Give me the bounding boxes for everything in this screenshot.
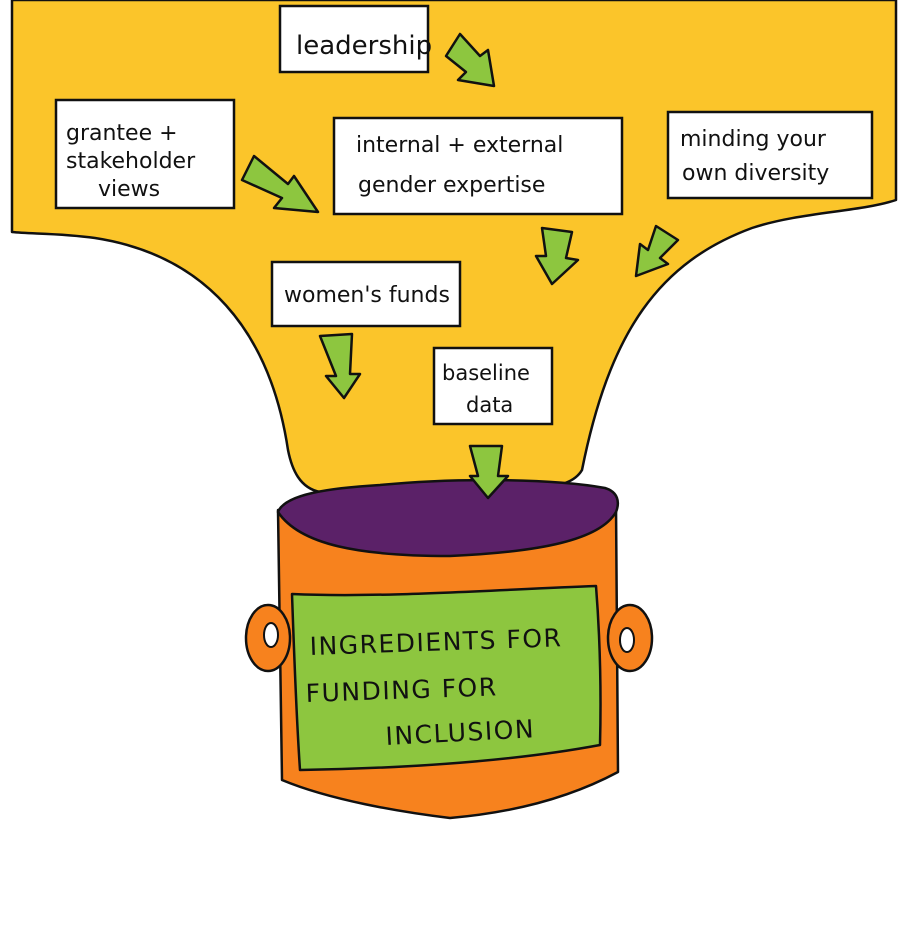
ingredient-womens-funds-line-1: women's funds xyxy=(284,283,450,308)
ingredient-diversity: minding your own diversity xyxy=(666,110,874,200)
ingredient-baseline-line-2: data xyxy=(466,393,513,417)
pot-handle-right xyxy=(606,603,654,673)
ingredient-grantee-line-3: views xyxy=(98,177,160,202)
ingredient-baseline-line-1: baseline xyxy=(442,361,530,385)
ingredient-diversity-line-2: own diversity xyxy=(682,161,829,186)
pot-handle-left xyxy=(244,603,292,673)
arrow-leadership xyxy=(444,32,496,88)
ingredient-diversity-line-1: minding your xyxy=(680,127,827,152)
ingredient-grantee: grantee + stakeholder views xyxy=(54,98,236,210)
ingredient-leadership: leadership xyxy=(278,4,432,74)
arrow-diversity xyxy=(634,224,680,278)
ingredient-grantee-line-2: stakeholder xyxy=(66,149,196,174)
arrow-baseline xyxy=(468,444,510,500)
ingredient-expertise-line-1: internal + external xyxy=(356,133,563,158)
pot-top xyxy=(276,478,620,558)
ingredient-expertise-line-2: gender expertise xyxy=(358,173,545,198)
ingredient-leadership-line-1: leadership xyxy=(296,31,432,61)
pot-label-panel xyxy=(290,584,602,772)
ingredient-baseline: baseline data xyxy=(432,346,554,426)
ingredient-grantee-line-1: grantee + xyxy=(66,121,178,146)
ingredient-womens-funds: women's funds xyxy=(270,260,462,328)
pot-label-line-2: FUNDING FOR xyxy=(305,672,498,708)
arrow-expertise xyxy=(534,226,580,286)
arrow-grantee xyxy=(240,154,320,214)
pot-label-text: INGREDIENTS FOR FUNDING FOR INCLUSION xyxy=(305,623,563,751)
arrow-womens-funds xyxy=(318,332,362,400)
ingredient-expertise: internal + external gender expertise xyxy=(332,116,624,216)
